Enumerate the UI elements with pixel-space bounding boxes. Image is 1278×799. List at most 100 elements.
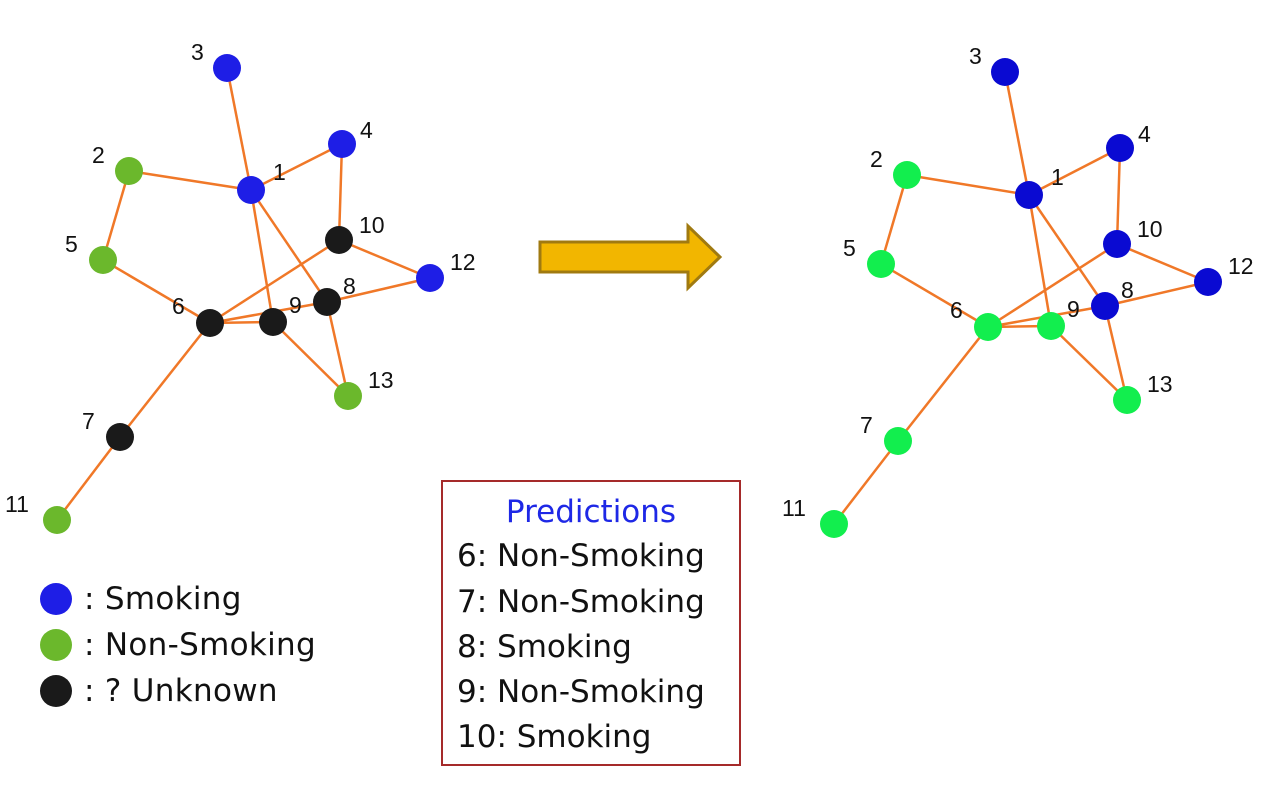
right-edge-3-1 — [1003, 71, 1031, 196]
left-edge-2-1 — [128, 169, 252, 192]
arrow-right-icon — [538, 222, 723, 292]
right-edge-2-5 — [879, 174, 909, 265]
legend-item-smoking: : Smoking — [40, 576, 316, 622]
legend-item-unknown: : ? Unknown — [40, 668, 316, 714]
left-node-label-10: 10 — [359, 212, 385, 238]
left-node-7 — [106, 423, 134, 451]
right-node-label-13: 13 — [1147, 371, 1173, 397]
right-node-4 — [1106, 134, 1134, 162]
right-node-label-9: 9 — [1067, 296, 1080, 322]
right-node-label-1: 1 — [1051, 164, 1064, 190]
left-node-1 — [237, 176, 265, 204]
right-node-12 — [1194, 268, 1222, 296]
right-edge-1-8 — [1027, 194, 1107, 307]
right-node-label-4: 4 — [1138, 121, 1151, 147]
right-node-label-8: 8 — [1121, 277, 1134, 303]
right-node-label-2: 2 — [870, 146, 883, 172]
left-node-4 — [328, 130, 356, 158]
left-node-13 — [334, 382, 362, 410]
right-edge-10-12 — [1116, 242, 1209, 284]
legend-item-non-smoking: : Non-Smoking — [40, 622, 316, 668]
right-node-label-5: 5 — [843, 235, 856, 261]
left-node-label-12: 12 — [450, 249, 476, 275]
right-node-5 — [867, 250, 895, 278]
right-node-10 — [1103, 230, 1131, 258]
left-node-2 — [115, 157, 143, 185]
prediction-line: 9: Non-Smoking — [457, 674, 705, 710]
left-node-10 — [325, 226, 353, 254]
left-edge-6-10 — [209, 238, 340, 325]
right-edge-5-6 — [880, 262, 989, 329]
right-node-label-6: 6 — [950, 297, 963, 323]
left-edge-10-12 — [338, 238, 431, 280]
right-edge-4-10 — [1115, 147, 1122, 245]
right-node-9 — [1037, 312, 1065, 340]
right-edge-6-7 — [897, 326, 989, 442]
right-node-11 — [820, 510, 848, 538]
left-edge-1-4 — [250, 142, 343, 192]
left-edge-5-6 — [102, 258, 211, 325]
left-node-label-2: 2 — [92, 142, 105, 168]
left-edge-8-13 — [325, 301, 350, 397]
right-node-label-10: 10 — [1137, 216, 1163, 242]
right-node-8 — [1091, 292, 1119, 320]
prediction-line: 10: Smoking — [457, 719, 652, 755]
left-node-11 — [43, 506, 71, 534]
left-node-label-8: 8 — [343, 273, 356, 299]
left-edge-4-10 — [337, 143, 344, 241]
right-node-label-3: 3 — [969, 43, 982, 69]
left-node-label-13: 13 — [368, 367, 394, 393]
unknown-dot-icon — [40, 675, 72, 707]
right-node-6 — [974, 313, 1002, 341]
left-node-label-11: 11 — [5, 491, 29, 517]
right-edge-8-12 — [1104, 280, 1209, 308]
left-node-12 — [416, 264, 444, 292]
left-node-9 — [259, 308, 287, 336]
right-node-2 — [893, 161, 921, 189]
left-node-label-5: 5 — [65, 231, 78, 257]
left-node-label-7: 7 — [82, 408, 95, 434]
right-edge-7-11 — [833, 440, 899, 525]
right-edge-6-10 — [987, 242, 1118, 329]
left-edge-9-13 — [272, 321, 349, 397]
left-node-label-4: 4 — [360, 117, 373, 143]
left-node-5 — [89, 246, 117, 274]
right-edge-2-1 — [906, 173, 1030, 197]
left-edge-3-1 — [225, 67, 253, 191]
left-edge-8-12 — [326, 276, 431, 304]
right-node-7 — [884, 427, 912, 455]
non-smoking-dot-icon — [40, 629, 72, 661]
right-node-label-7: 7 — [860, 412, 873, 438]
left-node-label-6: 6 — [172, 293, 185, 319]
right-edge-1-4 — [1028, 146, 1121, 197]
left-edge-6-7 — [119, 322, 211, 438]
right-node-1 — [1015, 181, 1043, 209]
left-node-label-9: 9 — [289, 292, 302, 318]
smoking-dot-icon — [40, 583, 72, 615]
right-edge-8-13 — [1103, 305, 1129, 401]
legend-label: : ? Unknown — [84, 673, 278, 709]
left-edge-2-5 — [101, 170, 131, 261]
prediction-line: 6: Non-Smoking — [457, 538, 705, 574]
left-node-3 — [213, 54, 241, 82]
left-node-6 — [196, 309, 224, 337]
right-edge-1-9 — [1027, 194, 1053, 327]
left-node-8 — [313, 288, 341, 316]
right-node-label-12: 12 — [1228, 253, 1254, 279]
right-node-3 — [991, 58, 1019, 86]
right-node-13 — [1113, 386, 1141, 414]
left-edge-1-8 — [249, 189, 329, 303]
prediction-line: 8: Smoking — [457, 629, 632, 665]
left-node-label-3: 3 — [191, 39, 204, 65]
right-node-label-11: 11 — [782, 495, 806, 521]
left-edge-1-9 — [249, 189, 275, 323]
left-edge-7-11 — [56, 436, 121, 521]
right-edge-9-13 — [1050, 325, 1128, 401]
legend: : Smoking : Non-Smoking : ? Unknown — [40, 576, 316, 714]
legend-label: : Non-Smoking — [84, 627, 316, 663]
predictions-box: Predictions 6: Non-Smoking 7: Non-Smokin… — [441, 480, 741, 766]
